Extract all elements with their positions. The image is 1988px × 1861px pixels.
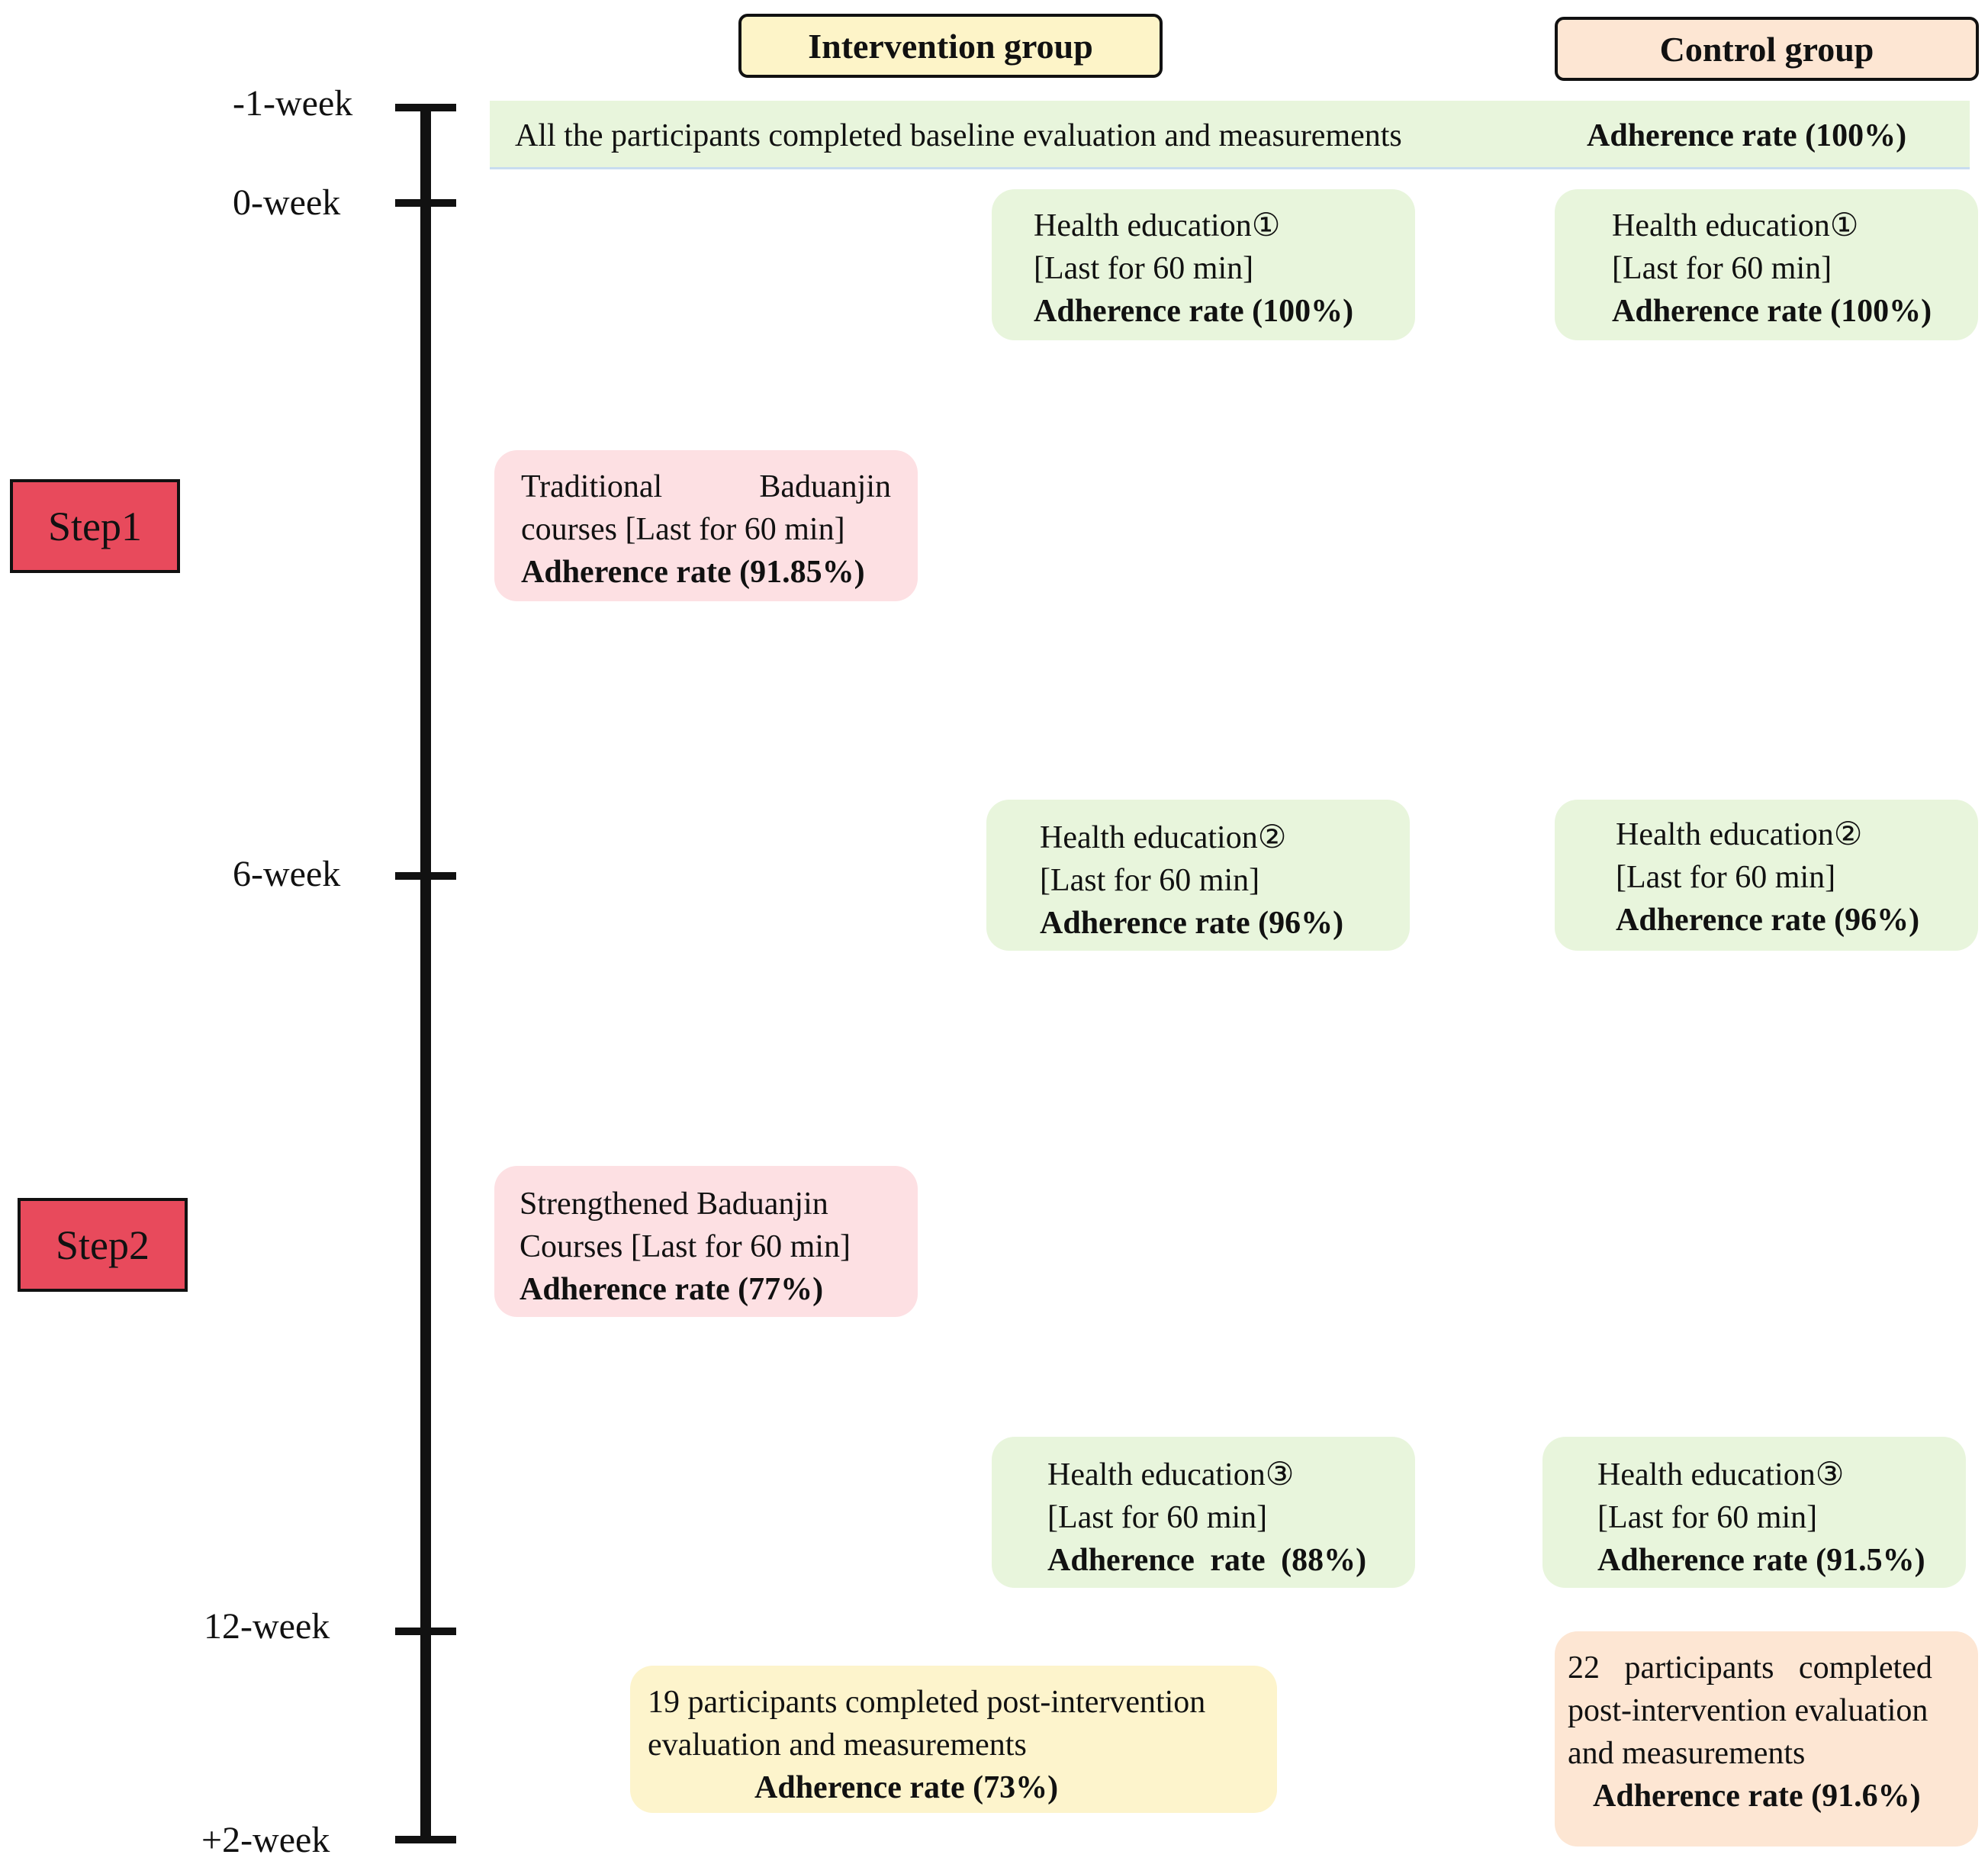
step2-line1: Strengthened Baduanjin	[520, 1186, 828, 1222]
intervention-traditional-baduanjin: Traditional Baduanjin courses [Last for …	[494, 450, 918, 601]
step2-label: Step2	[18, 1198, 188, 1292]
he2-adherence: Adherence rate (96%)	[1040, 906, 1344, 941]
ctrl-he1-duration: [Last for 60 min]	[1612, 251, 1832, 286]
ctrl-he1-title: Health education①	[1612, 208, 1859, 243]
ctrl-post-line2: post-intervention evaluation	[1568, 1693, 1928, 1728]
ctrl-he2-title: Health education②	[1616, 817, 1863, 852]
intervention-health-education-1: Health education① [Last for 60 min] Adhe…	[992, 189, 1415, 340]
post-line1: 19 participants completed post-intervent…	[648, 1685, 1206, 1720]
week-label-plus2: +2-week	[201, 1820, 330, 1860]
tick-6-week	[395, 872, 456, 880]
baseline-banner: All the participants completed baseline …	[490, 101, 1970, 169]
header-intervention-group: Intervention group	[738, 14, 1163, 78]
ctrl-he2-duration: [Last for 60 min]	[1616, 860, 1836, 895]
week-label-6: 6-week	[233, 854, 341, 894]
ctrl-post-line3: and measurements	[1568, 1736, 1806, 1771]
he2-title: Health education②	[1040, 820, 1287, 855]
baseline-text: All the participants completed baseline …	[515, 118, 1402, 153]
step1-line1-left: Traditional	[521, 469, 663, 504]
intervention-post-evaluation: 19 participants completed post-intervent…	[630, 1666, 1277, 1813]
ctrl-he2-adherence: Adherence rate (96%)	[1616, 903, 1920, 938]
step2-line2: Courses [Last for 60 min]	[520, 1229, 851, 1264]
he1-adherence: Adherence rate (100%)	[1034, 294, 1354, 329]
ctrl-post-line1: 22 participants completed	[1568, 1650, 1932, 1686]
timeline-axis	[420, 104, 431, 1843]
baseline-adherence: Adherence rate (100%)	[1587, 118, 1907, 153]
tick-12-week	[395, 1628, 456, 1635]
control-health-education-1: Health education① [Last for 60 min] Adhe…	[1555, 189, 1978, 340]
intervention-health-education-3: Health education③ [Last for 60 min] Adhe…	[992, 1437, 1415, 1588]
step1-line1: Traditional Baduanjin	[521, 465, 891, 508]
ctrl-he3-duration: [Last for 60 min]	[1597, 1500, 1818, 1535]
tick-minus1-week	[395, 104, 456, 111]
step2-adherence: Adherence rate (77%)	[520, 1272, 824, 1307]
he3-title: Health education③	[1047, 1457, 1295, 1492]
step1-adherence: Adherence rate (91.85%)	[521, 555, 865, 590]
he1-duration: [Last for 60 min]	[1034, 251, 1254, 286]
he1-title: Health education①	[1034, 208, 1281, 243]
ctrl-he1-adherence: Adherence rate (100%)	[1612, 294, 1932, 329]
tick-0-week	[395, 199, 456, 207]
post-line2: evaluation and measurements	[648, 1727, 1027, 1763]
week-label-minus1: -1-week	[233, 83, 353, 124]
ctrl-post-adherence: Adherence rate (91.6%)	[1593, 1779, 1921, 1814]
week-label-0: 0-week	[233, 182, 341, 223]
header-control-group: Control group	[1555, 17, 1979, 81]
intervention-strengthened-baduanjin: Strengthened Baduanjin Courses [Last for…	[494, 1166, 918, 1317]
ctrl-he3-title: Health education③	[1597, 1457, 1845, 1492]
he3-adherence: Adherence rate (88%)	[1047, 1543, 1367, 1578]
tick-plus2-week	[395, 1836, 456, 1843]
ctrl-he3-adherence: Adherence rate (91.5%)	[1597, 1543, 1925, 1578]
intervention-health-education-2: Health education② [Last for 60 min] Adhe…	[986, 800, 1410, 951]
post-adherence: Adherence rate (73%)	[754, 1770, 1059, 1805]
he2-duration: [Last for 60 min]	[1040, 863, 1260, 898]
step1-label: Step1	[10, 479, 180, 573]
step1-line2: courses [Last for 60 min]	[521, 512, 845, 547]
week-label-12: 12-week	[204, 1606, 330, 1647]
step1-line1-right: Baduanjin	[759, 469, 891, 504]
control-post-evaluation: 22 participants completed post-intervent…	[1555, 1631, 1978, 1847]
control-health-education-3: Health education③ [Last for 60 min] Adhe…	[1542, 1437, 1966, 1588]
he3-duration: [Last for 60 min]	[1047, 1500, 1268, 1535]
control-health-education-2: Health education② [Last for 60 min] Adhe…	[1555, 800, 1978, 951]
